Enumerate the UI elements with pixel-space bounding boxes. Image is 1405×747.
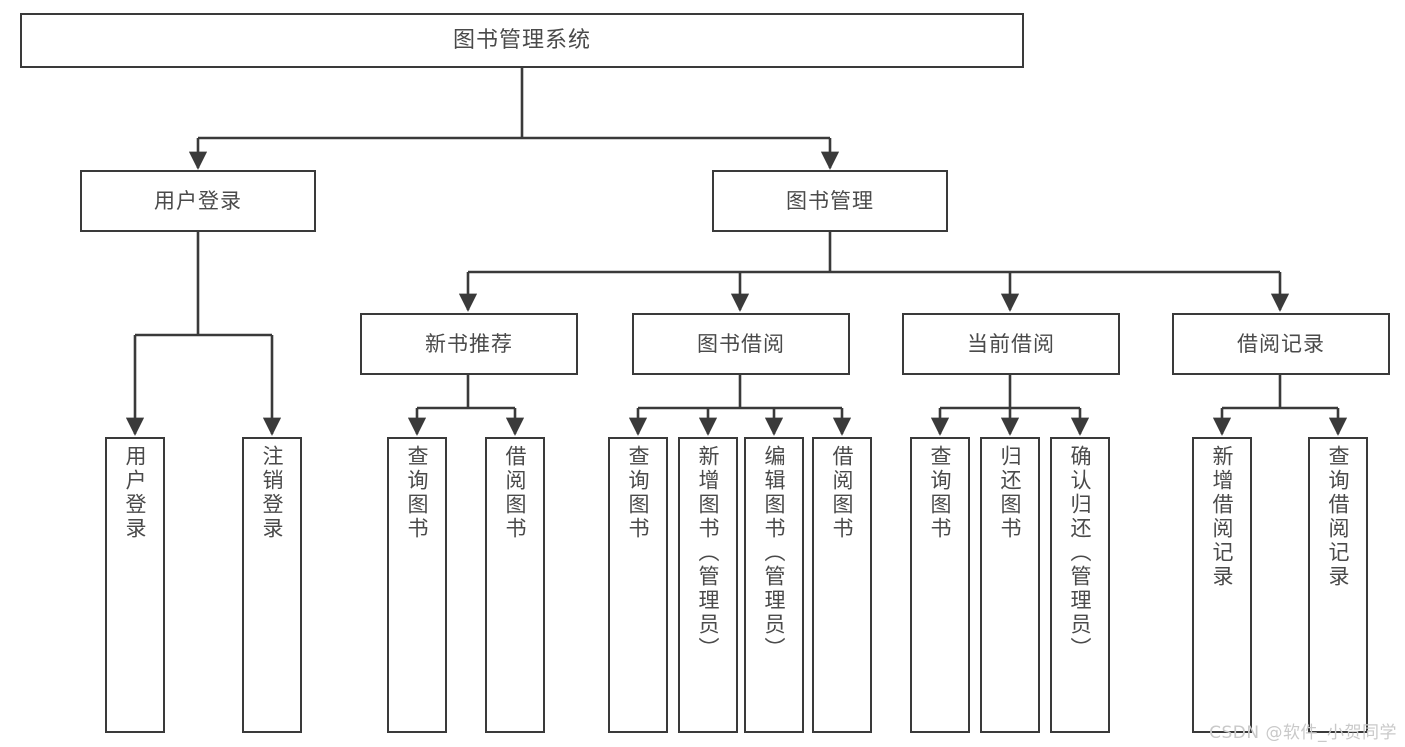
- node-leaf-user-logout[interactable]: 注销登录: [242, 437, 302, 733]
- csdn-watermark: CSDN @软件_小贺同学: [1209, 723, 1397, 743]
- node-label: 查询图书: [626, 445, 651, 541]
- node-label: 确认归还（管理员）: [1068, 445, 1093, 661]
- node-leaf-add-book[interactable]: 新增图书（管理员）: [678, 437, 738, 733]
- node-label: 图书借阅: [697, 331, 785, 356]
- node-leaf-query-book-recommend[interactable]: 查询图书: [387, 437, 447, 733]
- node-new-book-recommend[interactable]: 新书推荐: [360, 313, 578, 375]
- node-label: 新增图书（管理员）: [696, 445, 721, 661]
- node-label: 查询图书: [928, 445, 953, 541]
- node-root-book-management-system[interactable]: 图书管理系统: [20, 13, 1024, 68]
- node-label: 当前借阅: [967, 331, 1055, 356]
- node-book-borrow[interactable]: 图书借阅: [632, 313, 850, 375]
- node-label: 注销登录: [260, 445, 285, 541]
- node-leaf-edit-book[interactable]: 编辑图书（管理员）: [744, 437, 804, 733]
- node-label: 查询图书: [405, 445, 430, 541]
- node-label: 新书推荐: [425, 331, 513, 356]
- node-leaf-query-book-borrow[interactable]: 查询图书: [608, 437, 668, 733]
- node-label: 借阅图书: [503, 445, 528, 541]
- node-book-management[interactable]: 图书管理: [712, 170, 948, 232]
- node-label: 用户登录: [154, 188, 242, 213]
- node-user-login[interactable]: 用户登录: [80, 170, 316, 232]
- node-leaf-borrow-book[interactable]: 借阅图书: [812, 437, 872, 733]
- node-leaf-return-book[interactable]: 归还图书: [980, 437, 1040, 733]
- node-label: 查询借阅记录: [1326, 445, 1351, 589]
- node-current-borrow[interactable]: 当前借阅: [902, 313, 1120, 375]
- node-leaf-query-borrow-record[interactable]: 查询借阅记录: [1308, 437, 1368, 733]
- node-label: 归还图书: [998, 445, 1023, 541]
- node-label: 新增借阅记录: [1210, 445, 1235, 589]
- node-label: 图书管理: [786, 188, 874, 213]
- node-leaf-borrow-book-recommend[interactable]: 借阅图书: [485, 437, 545, 733]
- node-label: 图书管理系统: [452, 27, 591, 53]
- node-label: 借阅图书: [830, 445, 855, 541]
- node-label: 借阅记录: [1237, 331, 1325, 356]
- node-leaf-add-borrow-record[interactable]: 新增借阅记录: [1192, 437, 1252, 733]
- node-label: 编辑图书（管理员）: [762, 445, 787, 661]
- node-leaf-query-book-current[interactable]: 查询图书: [910, 437, 970, 733]
- node-leaf-confirm-return[interactable]: 确认归还（管理员）: [1050, 437, 1110, 733]
- node-label: 用户登录: [123, 445, 148, 541]
- node-borrow-record[interactable]: 借阅记录: [1172, 313, 1390, 375]
- node-leaf-user-login[interactable]: 用户登录: [105, 437, 165, 733]
